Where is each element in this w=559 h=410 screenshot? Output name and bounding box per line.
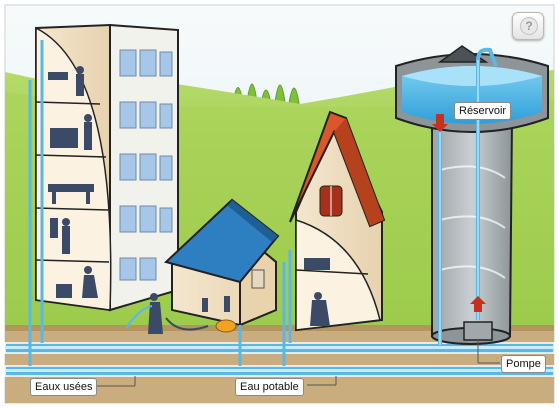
up-arrow-icon — [470, 296, 486, 312]
help-icon: ? — [520, 17, 538, 35]
down-arrow-icon — [432, 114, 448, 132]
apartment-building — [28, 23, 179, 366]
help-button[interactable]: ? — [512, 12, 544, 40]
label-drinking-water: Eau potable — [235, 378, 304, 396]
label-waste-water: Eaux usées — [30, 378, 98, 396]
water-tower — [395, 45, 549, 364]
label-pump: Pompe — [501, 355, 546, 373]
peaked-house — [282, 110, 386, 366]
small-house — [125, 198, 280, 366]
underground-pipes — [4, 342, 555, 377]
label-reservoir: Réservoir — [454, 102, 512, 120]
